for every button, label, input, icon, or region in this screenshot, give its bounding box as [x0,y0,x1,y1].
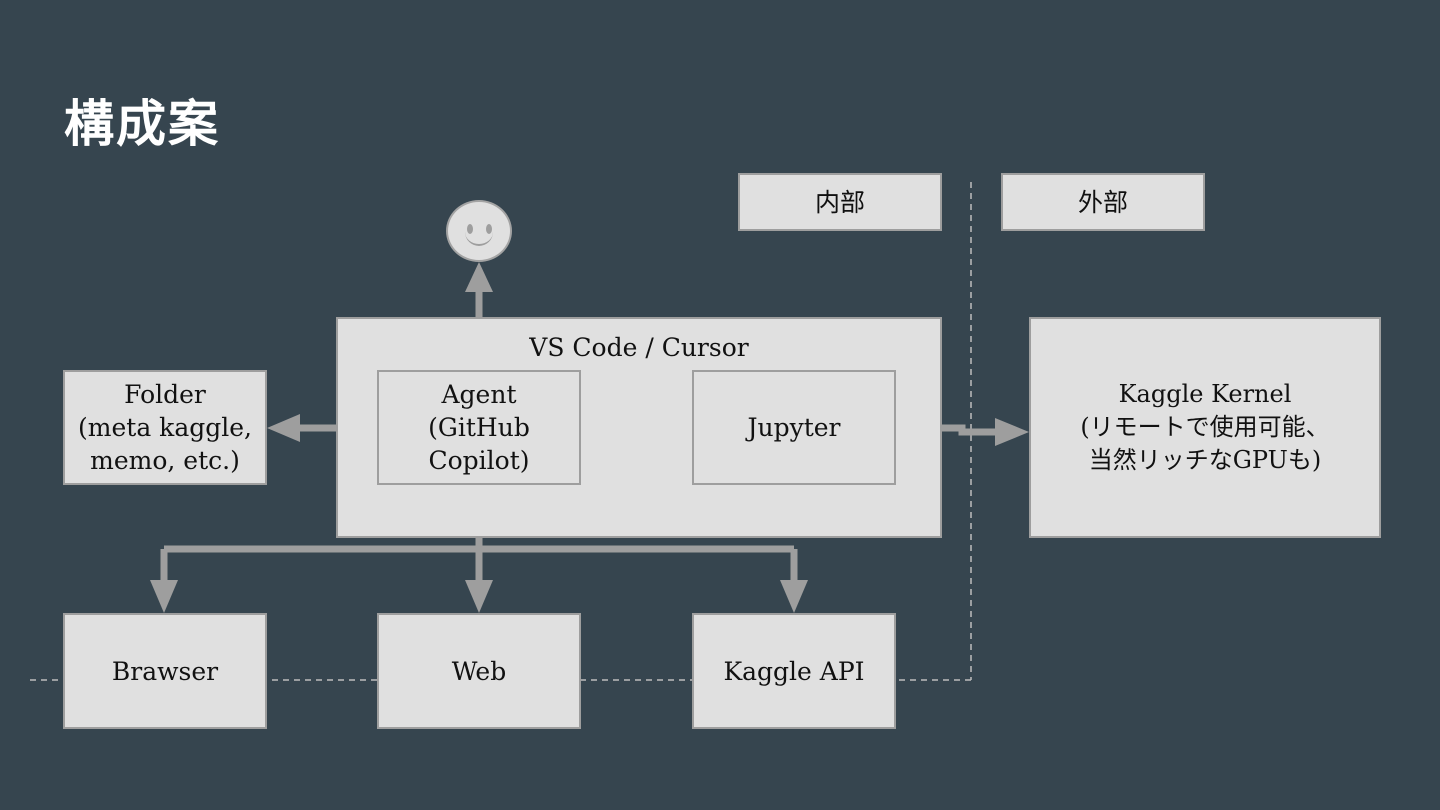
web-node: Web [377,613,581,729]
slide-title: 構成案 [64,95,220,153]
arrowhead-down-kaggle-api [780,580,808,613]
kaggle-kernel-node: Kaggle Kernel (リモートで使用可能、 当然リッチなGPUも) [1029,317,1381,538]
arrowhead-down-web [465,580,493,613]
user-face-icon [446,200,512,262]
face-left-eye [467,224,473,234]
legend-internal: 内部 [738,173,942,231]
arrowhead-right-kernel [995,418,1029,446]
face-mouth [465,232,493,246]
agent-node: Agent (GitHub Copilot) [377,370,581,485]
jupyter-node: Jupyter [692,370,896,485]
arrowhead-down-browser [150,580,178,613]
kaggle-api-node: Kaggle API [692,613,896,729]
arrowhead-left-folder [267,414,300,442]
folder-node: Folder (meta kaggle, memo, etc.) [63,370,267,485]
arrowhead-up-face [465,262,493,292]
legend-external: 外部 [1001,173,1205,231]
arrow-jupyter-kernel [926,424,998,436]
browser-node: Brawser [63,613,267,729]
face-right-eye [486,224,492,234]
